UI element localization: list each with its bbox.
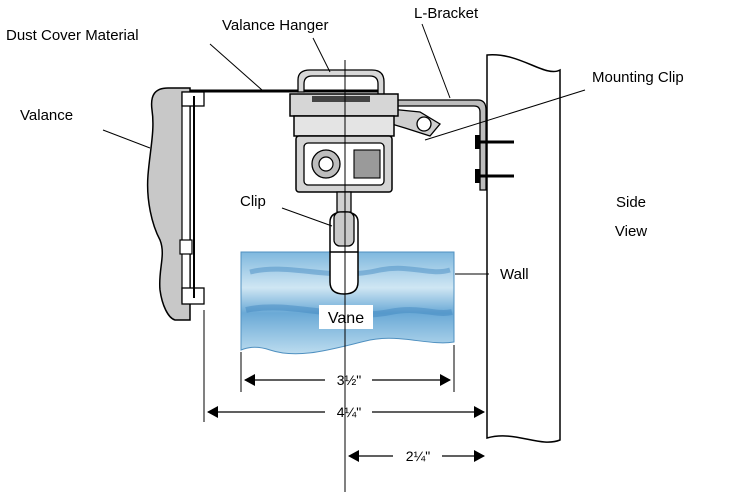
vane-clip-overlay <box>329 251 359 295</box>
label-valance: Valance <box>20 107 73 124</box>
headrail-body <box>293 115 395 137</box>
leader-l-bracket <box>421 23 451 99</box>
valance-clip-mid <box>179 239 193 255</box>
wall <box>486 54 561 443</box>
mounting-clip-knob <box>416 116 432 132</box>
dim-vane-width: 3½" <box>337 372 361 388</box>
vane-clip-neck <box>333 211 355 247</box>
leader-valance-hanger <box>312 37 331 73</box>
dim-overall-depth: 4¼" <box>337 404 361 420</box>
vane <box>240 251 455 355</box>
leader-valance <box>102 129 151 149</box>
leader-clip <box>281 207 333 227</box>
carrier-stem <box>336 191 352 213</box>
leader-mounting-clip <box>424 89 586 141</box>
label-l-bracket: L-Bracket <box>414 5 479 22</box>
leader-dust-cover <box>209 43 263 91</box>
label-side: Side <box>616 194 646 211</box>
label-wall: Wall <box>500 266 529 283</box>
wall-screw-upper <box>475 135 514 149</box>
l-bracket <box>369 99 487 191</box>
carrier-gear-inner <box>318 156 334 172</box>
dim-wall-clearance: 2¼" <box>406 448 430 464</box>
label-dust-cover-material: Dust Cover Material <box>6 27 139 44</box>
vane-streak-1 <box>249 265 451 277</box>
carrier-worm-gear <box>353 149 381 179</box>
headrail-label-plate <box>312 96 370 102</box>
vane-label: Vane <box>328 310 364 327</box>
label-clip: Clip <box>240 193 266 210</box>
vane-streak-2 <box>245 304 453 318</box>
label-mounting-clip: Mounting Clip <box>592 69 684 86</box>
valance <box>146 87 191 321</box>
vane-label-box <box>319 305 373 329</box>
valance-back-strip <box>181 91 191 303</box>
label-valance-hanger: Valance Hanger <box>222 17 328 34</box>
label-view: View <box>615 223 647 240</box>
wall-screw-lower <box>475 169 514 183</box>
